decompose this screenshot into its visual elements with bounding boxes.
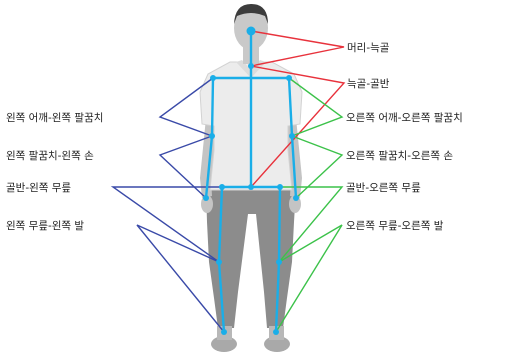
label-left-pelvis-knee: 골반-왼쪽 무릎 [6, 182, 71, 194]
joint-neck [248, 63, 254, 69]
joint-left-hand [203, 195, 209, 201]
label-right-elbow-hand: 오른쪽 팔꿈치-오른쪽 손 [346, 150, 453, 162]
joint-right-knee [276, 259, 282, 265]
label-left-knee-foot: 왼쪽 무릎-왼쪽 발 [6, 220, 84, 232]
joint-left-shoulder [210, 75, 216, 81]
label-neck-pelvis: 늑골-골반 [347, 78, 390, 90]
label-left-elbow-hand: 왼쪽 팔꿈치-왼쪽 손 [6, 150, 94, 162]
label-right-shoulder-elbow: 오른쪽 어깨-오른쪽 팔꿈치 [346, 112, 463, 124]
bone-left-upper-arm [212, 78, 213, 136]
bone-right-thigh [279, 187, 280, 262]
joint-right-shoulder [286, 75, 292, 81]
joint-left-knee [216, 259, 222, 265]
joint-head [247, 27, 256, 36]
label-right-pelvis-knee: 골반-오른쪽 무릎 [346, 182, 421, 194]
joint-left-elbow [209, 133, 215, 139]
joint-right-hip [277, 184, 283, 190]
label-left-shoulder-elbow: 왼쪽 어깨-왼쪽 팔꿈치 [6, 112, 103, 124]
joint-right-foot [273, 329, 279, 335]
label-right-knee-foot: 오른쪽 무릎-오른쪽 발 [346, 220, 444, 232]
joint-right-elbow [289, 133, 295, 139]
joint-left-foot [221, 329, 227, 335]
joint-right-hand [293, 195, 299, 201]
joint-left-hip [219, 184, 225, 190]
joint-pelvis [248, 184, 254, 190]
label-head-neck: 머리-늑골 [347, 42, 390, 54]
